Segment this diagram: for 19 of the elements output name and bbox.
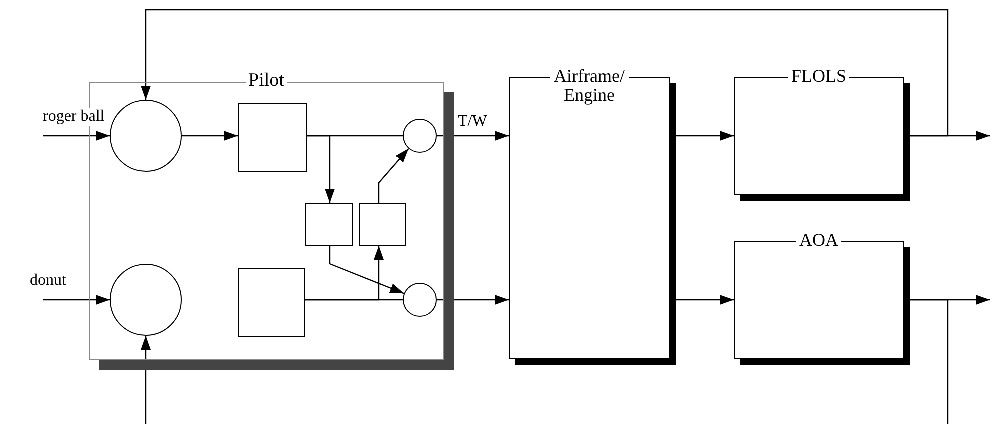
arrow — [329, 246, 404, 294]
arrow — [378, 148, 410, 203]
summing-junction — [403, 283, 437, 317]
arrow — [43, 131, 110, 141]
arrow — [43, 295, 110, 305]
block-title: Airframe/ Engine — [550, 67, 630, 105]
arrow — [437, 295, 509, 305]
summing-junction — [403, 119, 437, 153]
arrow — [141, 336, 151, 424]
transfer-block — [359, 203, 406, 246]
arrow — [141, 9, 949, 137]
transfer-block — [238, 268, 305, 337]
arrow — [305, 246, 384, 301]
arrow — [182, 131, 238, 141]
arrow — [437, 131, 509, 141]
transfer-block — [238, 103, 307, 172]
transfer-block — [305, 203, 353, 246]
signal-label: roger ball — [43, 108, 105, 126]
arrow — [307, 135, 335, 203]
